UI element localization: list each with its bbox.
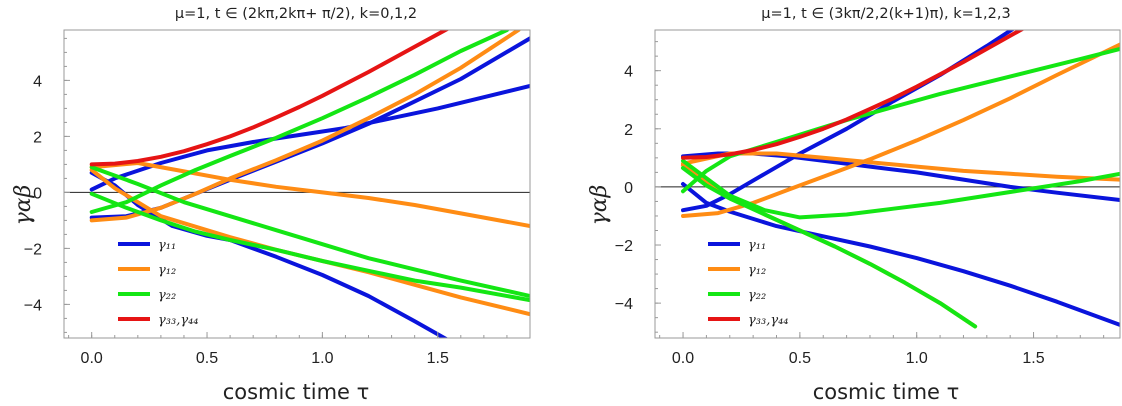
x-tick-label: 0.0 (81, 350, 103, 367)
series-line (681, 42, 1120, 218)
legend: γ₁₁ γ₁₂ γ₂₂ γ₃₃,γ₄₄ (708, 238, 789, 328)
y-tick-label: −2 (24, 241, 42, 258)
y-tick-label: −4 (24, 297, 42, 314)
y-axis-label: γαβ (587, 185, 612, 226)
left-chart: μ=1, t ∈ (2kπ,2kπ+ π/2), k=0,1,2 γαβ cos… (11, 6, 531, 404)
series-line (681, 151, 1120, 182)
chart-title: μ=1, t ∈ (3kπ/2,2(k+1)π), k=1,2,3 (761, 6, 1010, 22)
series-line (681, 30, 1025, 160)
chart-title: μ=1, t ∈ (2kπ,2kπ+ π/2), k=0,1,2 (175, 6, 417, 22)
y-tick-label: 0 (33, 185, 42, 202)
y-tick-label: 4 (624, 64, 633, 81)
series-line (681, 46, 1120, 194)
x-axis-label: cosmic time τ (223, 380, 370, 404)
series-line (681, 166, 978, 329)
legend-label: γ₂₂ (748, 288, 766, 303)
y-axis-label: γαβ (11, 185, 36, 226)
y-tick-label: 2 (33, 129, 42, 146)
series-line (89, 30, 450, 167)
y-tick-label: 0 (624, 180, 633, 197)
y-tick-label: 4 (33, 73, 42, 90)
x-tick-label: 1.5 (427, 350, 449, 367)
series-line (89, 84, 530, 192)
series-line (89, 30, 509, 214)
series-line (89, 165, 530, 298)
x-tick-label: 0.0 (672, 350, 694, 367)
x-axis-label: cosmic time τ (813, 380, 960, 404)
series-line (681, 30, 1015, 213)
x-tick-label: 0.5 (789, 350, 811, 367)
y-tick-label: 2 (624, 122, 633, 139)
legend-label: γ₁₂ (158, 263, 176, 278)
legend-label: γ₃₃,γ₄₄ (748, 313, 789, 328)
legend: γ₁₁ γ₁₂ γ₂₂ γ₃₃,γ₄₄ (118, 238, 199, 328)
series-line (89, 170, 449, 338)
legend-label: γ₁₂ (748, 263, 766, 278)
x-tick-label: 1.0 (311, 350, 333, 367)
legend-label: γ₂₂ (158, 288, 176, 303)
series-line (681, 158, 1120, 220)
x-tick-label: 0.5 (196, 350, 218, 367)
series-line (89, 161, 530, 228)
legend-label: γ₁₁ (158, 238, 176, 253)
series-line (89, 191, 530, 303)
right-chart: μ=1, t ∈ (3kπ/2,2(k+1)π), k=1,2,3 γαβ co… (587, 6, 1121, 404)
y-tick-label: −4 (615, 296, 633, 313)
plot-frame (63, 29, 531, 339)
y-tick-label: −2 (615, 238, 633, 255)
series-line (681, 182, 1120, 327)
legend-label: γ₃₃,γ₄₄ (158, 313, 199, 328)
x-tick-label: 1.5 (1022, 350, 1044, 367)
x-tick-label: 1.0 (906, 350, 928, 367)
plot-frame (654, 29, 1121, 339)
legend-label: γ₁₁ (748, 238, 766, 253)
